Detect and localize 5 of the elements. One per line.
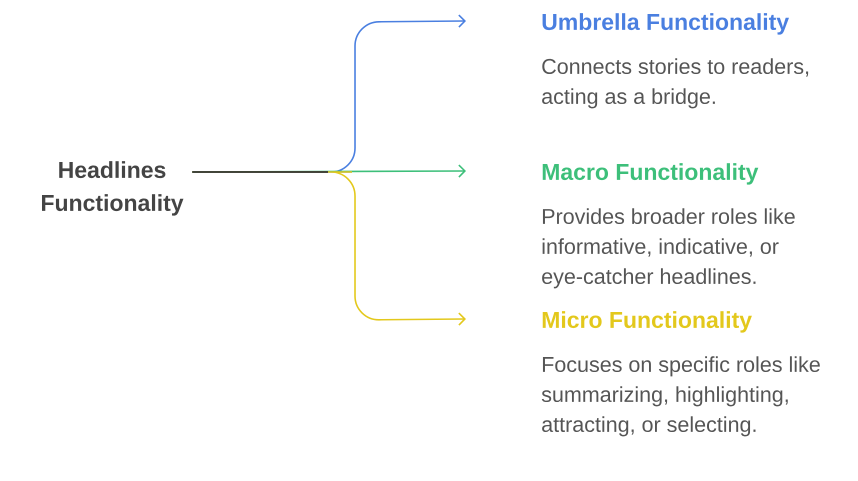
branch-text: Macro Functionality Provides broader roles like informative, indicative, or eye-catcher headlines. [542, 163, 795, 288]
trunk-line [192, 171, 328, 173]
root-label: Headlines Functionality [42, 161, 184, 216]
branch-text: Umbrella Functionality Connects stories to readers, acting as a bridge. [542, 13, 808, 108]
branch-text: Micro Functionality Focuses on specific roles like summarizing, highlighting, attracting, or selecting. [542, 311, 820, 436]
